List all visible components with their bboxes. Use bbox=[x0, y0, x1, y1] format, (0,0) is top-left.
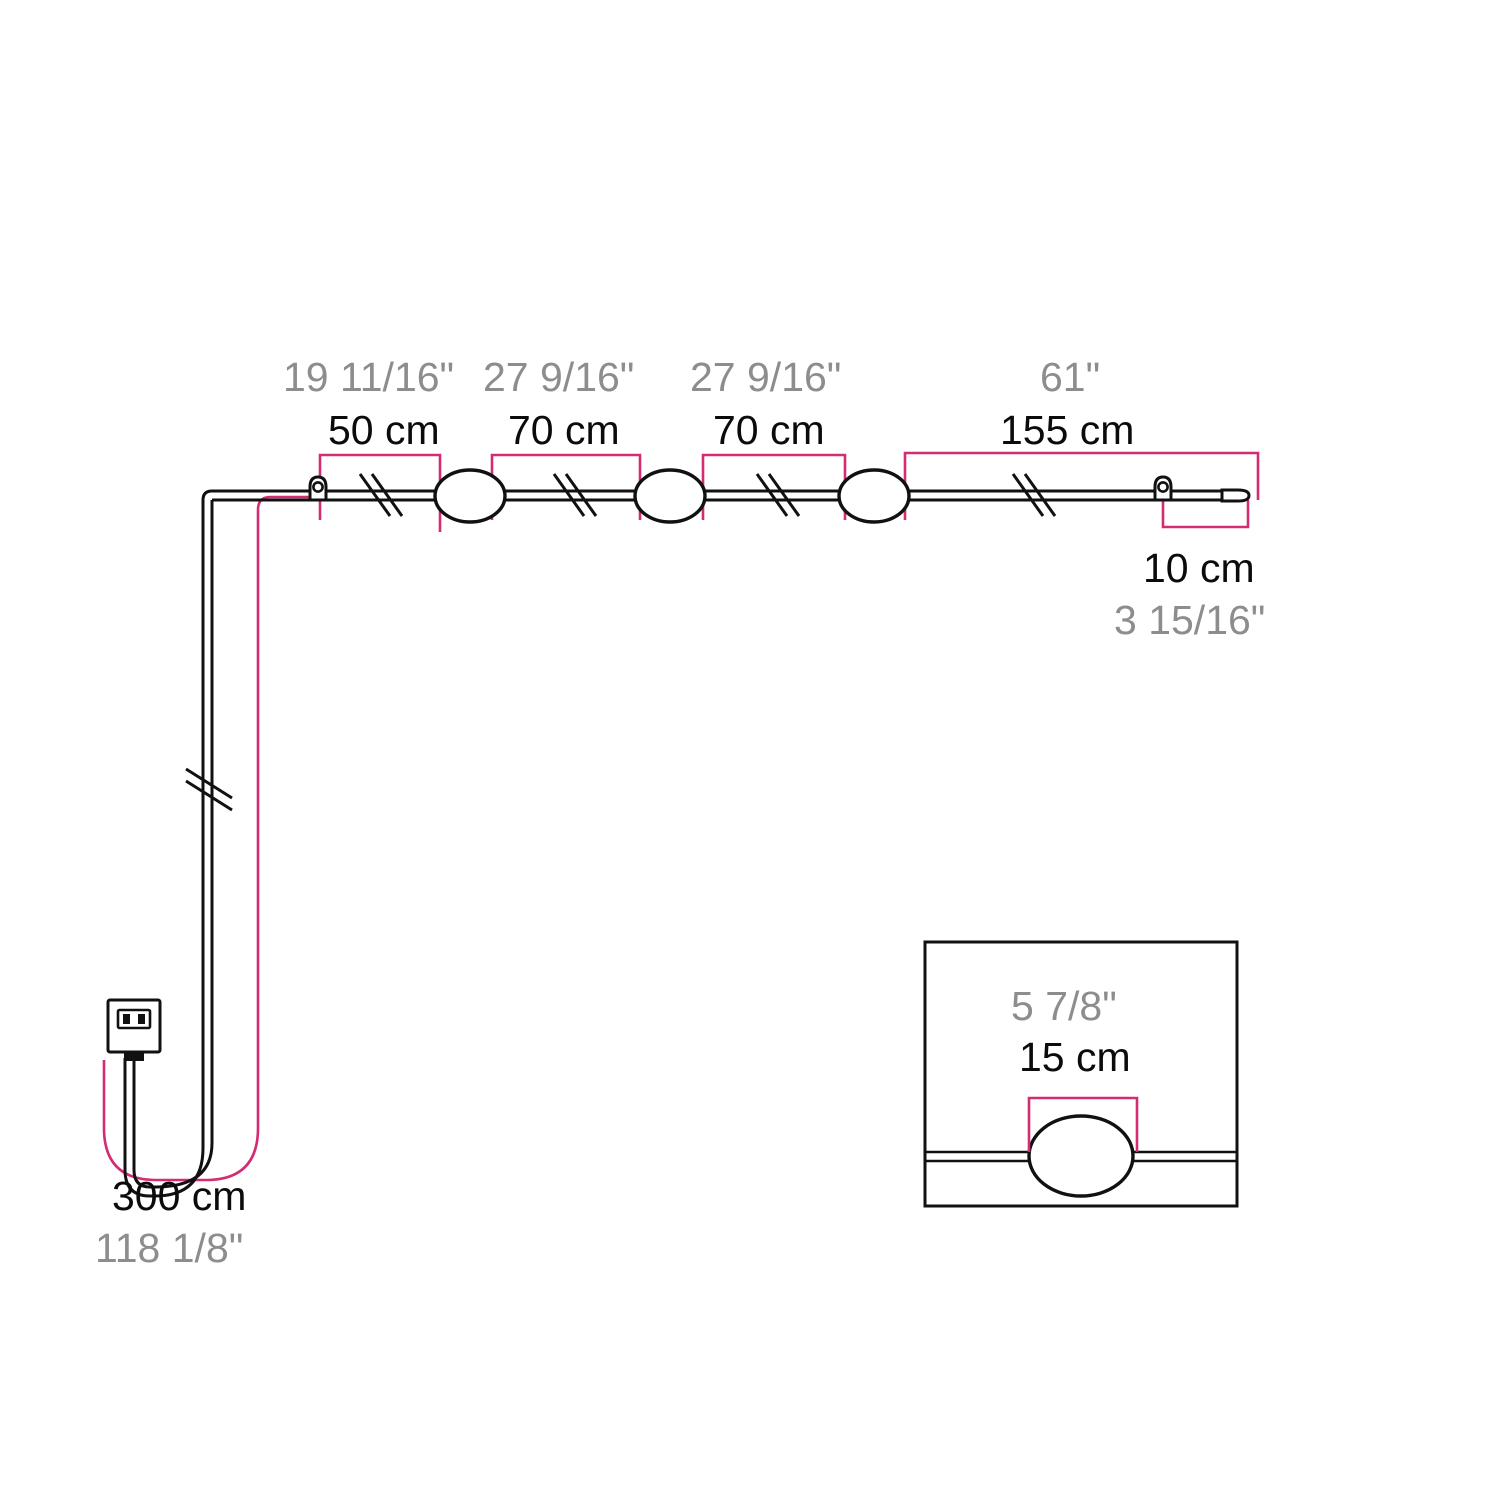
cable-break-icons bbox=[185, 473, 1057, 812]
segment-tail-imperial-label: 3 15/16" bbox=[1114, 597, 1266, 643]
bracket-15cm bbox=[1027, 1096, 1139, 1152]
cable-uturn-inner bbox=[132, 1058, 151, 1189]
segment-2-imperial-label: 27 9/16" bbox=[483, 354, 635, 400]
bulb-icon bbox=[1027, 1114, 1135, 1198]
bracket-50cm bbox=[318, 453, 442, 532]
bulb-detail-inset bbox=[923, 940, 1239, 1208]
power-cord-imperial-label: 118 1/8" bbox=[95, 1225, 244, 1271]
cable-corner-outer bbox=[201, 489, 213, 1148]
cable-uturn-outer bbox=[123, 1058, 151, 1198]
bulbs bbox=[433, 468, 911, 524]
cable-break-icon bbox=[185, 767, 233, 812]
bulb-detail-metric-label: 15 cm bbox=[1019, 1034, 1131, 1080]
segment-1-imperial-label: 19 11/16" bbox=[283, 354, 455, 400]
cable-break-icon bbox=[358, 473, 404, 517]
power-plug-icon bbox=[106, 998, 162, 1061]
cable-end-cap bbox=[1220, 488, 1251, 503]
bulb-icon bbox=[633, 468, 707, 524]
cable-vertical-outer bbox=[150, 1147, 205, 1198]
segment-4-imperial-label: 61" bbox=[1040, 354, 1101, 400]
bracket-70cm-a bbox=[490, 453, 642, 520]
segment-3-imperial-label: 27 9/16" bbox=[690, 354, 842, 400]
bracket-70cm-b bbox=[701, 453, 847, 520]
cable-vertical-inner bbox=[150, 1142, 214, 1189]
hooks bbox=[308, 475, 1173, 502]
segment-3-metric-label: 70 cm bbox=[713, 407, 825, 453]
segment-1-metric-label: 50 cm bbox=[328, 407, 440, 453]
hook-icon bbox=[1153, 475, 1173, 502]
segment-tail-metric-label: 10 cm bbox=[1143, 545, 1255, 591]
segment-2-metric-label: 70 cm bbox=[508, 407, 620, 453]
bracket-155cm bbox=[903, 451, 1260, 520]
bulb-detail-imperial-label: 5 7/8" bbox=[1011, 983, 1117, 1029]
bulb-icon bbox=[837, 468, 911, 524]
segment-4-metric-label: 155 cm bbox=[1000, 407, 1135, 453]
bracket-10cm bbox=[1161, 497, 1250, 529]
bulb-icon bbox=[433, 468, 507, 524]
hook-icon bbox=[308, 475, 328, 502]
power-cord-metric-label: 300 cm bbox=[112, 1173, 247, 1219]
cable-break-icon bbox=[552, 473, 598, 517]
cable-break-icon bbox=[755, 473, 801, 517]
cable-break-icon bbox=[1011, 473, 1057, 517]
